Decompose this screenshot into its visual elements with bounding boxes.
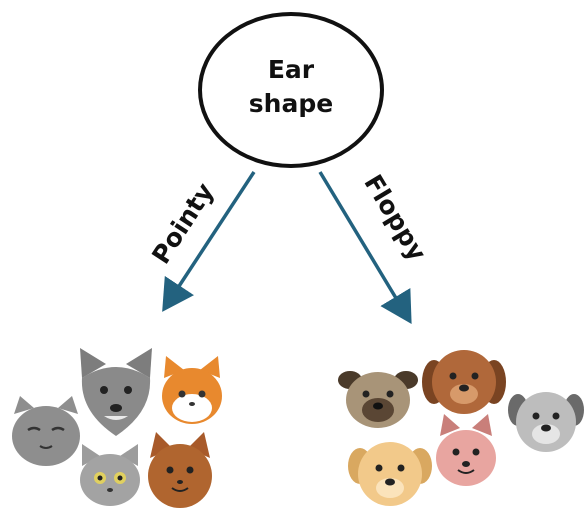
- root-node-label-line2: shape: [249, 89, 333, 118]
- wolf-cat-icon: [80, 348, 152, 436]
- brown-dog-icon: [422, 350, 506, 414]
- edge-floppy-arrow: [318, 171, 412, 324]
- orange-cat-icon: [162, 356, 222, 424]
- root-node: Ear shape: [198, 12, 384, 168]
- brown-cat-icon: [148, 432, 212, 508]
- gray-cat-icon: [12, 396, 80, 466]
- cats-group: [12, 348, 222, 508]
- edge-pointy: Pointy: [146, 171, 256, 312]
- pug-icon: [338, 371, 418, 428]
- dogs-group: [338, 350, 584, 506]
- root-node-label-line1: Ear: [268, 55, 315, 84]
- edge-pointy-label: Pointy: [146, 178, 219, 269]
- root-node-circle: [198, 12, 384, 168]
- edge-pointy-arrow: [162, 171, 256, 312]
- gray-dog-icon: [508, 392, 584, 452]
- edge-floppy: Floppy: [318, 169, 432, 324]
- yellow-dog-icon: [348, 442, 432, 506]
- pink-dog-icon: [436, 414, 496, 486]
- gray-kitten-icon: [80, 444, 140, 506]
